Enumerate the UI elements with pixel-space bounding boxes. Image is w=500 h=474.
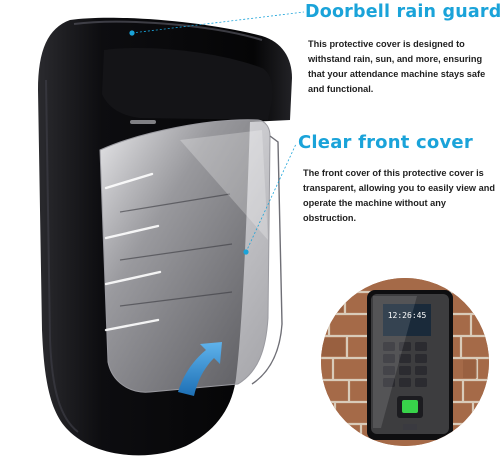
leader-dot-icon bbox=[129, 30, 135, 36]
device-screen-time: 12:26:45 bbox=[388, 311, 427, 320]
rain-guard-description: This protective cover is designed to wit… bbox=[308, 39, 486, 94]
rain-guard-title: Doorbell rain guard bbox=[305, 2, 500, 22]
leader-dot-icon bbox=[243, 249, 249, 255]
fingerprint-sensor-icon bbox=[397, 396, 423, 418]
card-reader-icon bbox=[403, 424, 417, 430]
front-cover-description: The front cover of this protective cover… bbox=[303, 168, 495, 223]
curved-arrow-icon bbox=[178, 342, 222, 396]
clear-front-cover bbox=[99, 119, 283, 393]
inset-photo-mounted-device: 12:26:45 bbox=[321, 278, 489, 446]
front-cover-title: Clear front cover bbox=[298, 132, 473, 153]
